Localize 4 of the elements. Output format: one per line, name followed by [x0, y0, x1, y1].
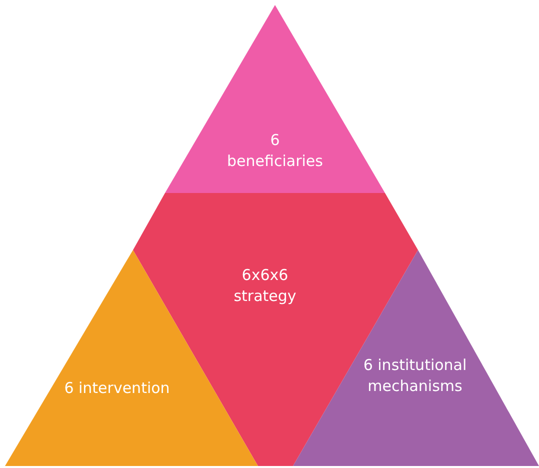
segment-label: 6 beneficiaries [226, 130, 324, 172]
segment-label: 6 institutional mechanisms [362, 355, 468, 397]
segment-label: 6 intervention [63, 378, 171, 399]
segment-label: 6x6x6 strategy [232, 265, 298, 307]
